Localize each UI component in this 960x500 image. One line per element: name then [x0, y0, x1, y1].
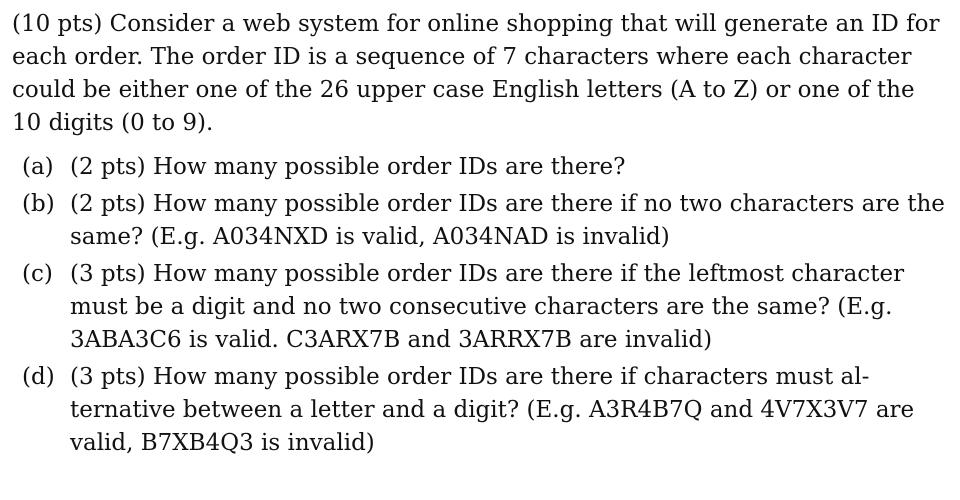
problem-intro: (10 pts) Consider a web system for onlin…	[12, 11, 940, 136]
sub-question-a: (a) (2 pts) How many possible order IDs …	[12, 151, 948, 184]
sub-question-label: (a)	[22, 154, 54, 180]
sub-question-label: (d)	[22, 364, 55, 390]
sub-question-b: (b) (2 pts) How many possible order IDs …	[12, 188, 948, 254]
problem-statement: (10 pts) Consider a web system for onlin…	[12, 8, 948, 464]
sub-question-list: (a) (2 pts) How many possible order IDs …	[12, 151, 948, 460]
sub-question-text: (3 pts) How many possible order IDs are …	[70, 261, 905, 353]
sub-question-label: (c)	[22, 261, 53, 287]
sub-question-text: (2 pts) How many possible order IDs are …	[70, 154, 626, 180]
sub-question-d: (d) (3 pts) How many possible order IDs …	[12, 361, 948, 460]
sub-question-c: (c) (3 pts) How many possible order IDs …	[12, 258, 948, 357]
sub-question-text: (2 pts) How many possible order IDs are …	[70, 191, 945, 250]
sub-question-text: (3 pts) How many possible order IDs are …	[70, 364, 915, 456]
sub-question-label: (b)	[22, 191, 55, 217]
